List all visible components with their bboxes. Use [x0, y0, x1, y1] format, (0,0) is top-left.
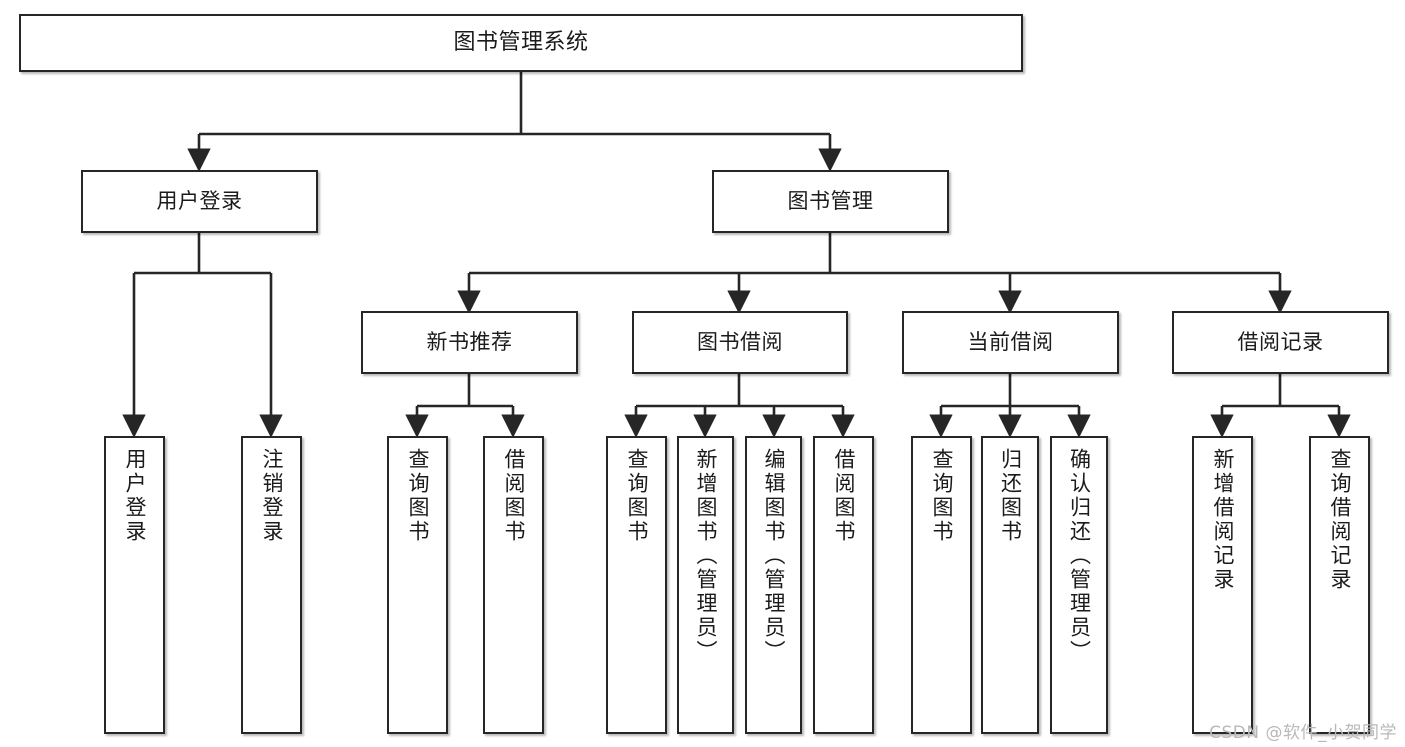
node-label: 查询图书 [406, 448, 430, 544]
node-label: 新增图书（管理员） [694, 448, 718, 664]
node-label: 图书管理系统 [453, 30, 589, 56]
node-root-system[interactable]: 图书管理系统 [19, 14, 1023, 72]
leaf-current-query-book[interactable]: 查询图书 [911, 436, 972, 734]
node-label: 用户登录 [156, 189, 243, 214]
node-label: 查询借阅记录 [1328, 448, 1352, 592]
leaf-borrow-query-book[interactable]: 查询图书 [606, 436, 667, 734]
node-label: 编辑图书（管理员） [762, 448, 786, 664]
leaf-records-query-record[interactable]: 查询借阅记录 [1309, 436, 1370, 734]
node-label: 查询图书 [625, 448, 649, 544]
node-borrow-records[interactable]: 借阅记录 [1172, 311, 1389, 374]
node-current-borrow[interactable]: 当前借阅 [902, 311, 1119, 374]
leaf-records-add-record[interactable]: 新增借阅记录 [1192, 436, 1253, 734]
node-label: 用户登录 [123, 448, 147, 544]
node-label: 图书管理 [787, 189, 874, 214]
leaf-new-book-query[interactable]: 查询图书 [387, 436, 448, 734]
leaf-new-book-borrow[interactable]: 借阅图书 [483, 436, 544, 734]
leaf-user-login-logout[interactable]: 注销登录 [241, 436, 302, 734]
node-book-management[interactable]: 图书管理 [712, 170, 949, 233]
node-label: 借阅记录 [1237, 330, 1324, 355]
leaf-user-login-login[interactable]: 用户登录 [104, 436, 165, 734]
node-label: 新增借阅记录 [1211, 448, 1235, 592]
node-label: 确认归还（管理员） [1067, 448, 1092, 664]
leaf-current-confirm-return-admin[interactable]: 确认归还（管理员） [1050, 436, 1108, 734]
leaf-borrow-add-book-admin[interactable]: 新增图书（管理员） [677, 436, 734, 734]
node-label: 借阅图书 [832, 448, 856, 544]
node-label: 图书借阅 [697, 330, 783, 355]
leaf-borrow-edit-book-admin[interactable]: 编辑图书（管理员） [745, 436, 802, 734]
node-user-login[interactable]: 用户登录 [81, 170, 318, 233]
node-label: 注销登录 [260, 448, 284, 544]
leaf-borrow-borrow-book[interactable]: 借阅图书 [813, 436, 874, 734]
node-new-book-recommend[interactable]: 新书推荐 [361, 311, 578, 374]
node-label: 借阅图书 [502, 448, 526, 544]
node-book-borrow[interactable]: 图书借阅 [632, 311, 848, 374]
node-label: 新书推荐 [426, 330, 513, 355]
csdn-watermark: CSDN @软件_小贺同学 [1209, 723, 1397, 743]
leaf-current-return-book[interactable]: 归还图书 [981, 436, 1039, 734]
node-label: 当前借阅 [967, 330, 1054, 355]
node-label: 查询图书 [930, 448, 954, 544]
node-label: 归还图书 [998, 448, 1023, 544]
